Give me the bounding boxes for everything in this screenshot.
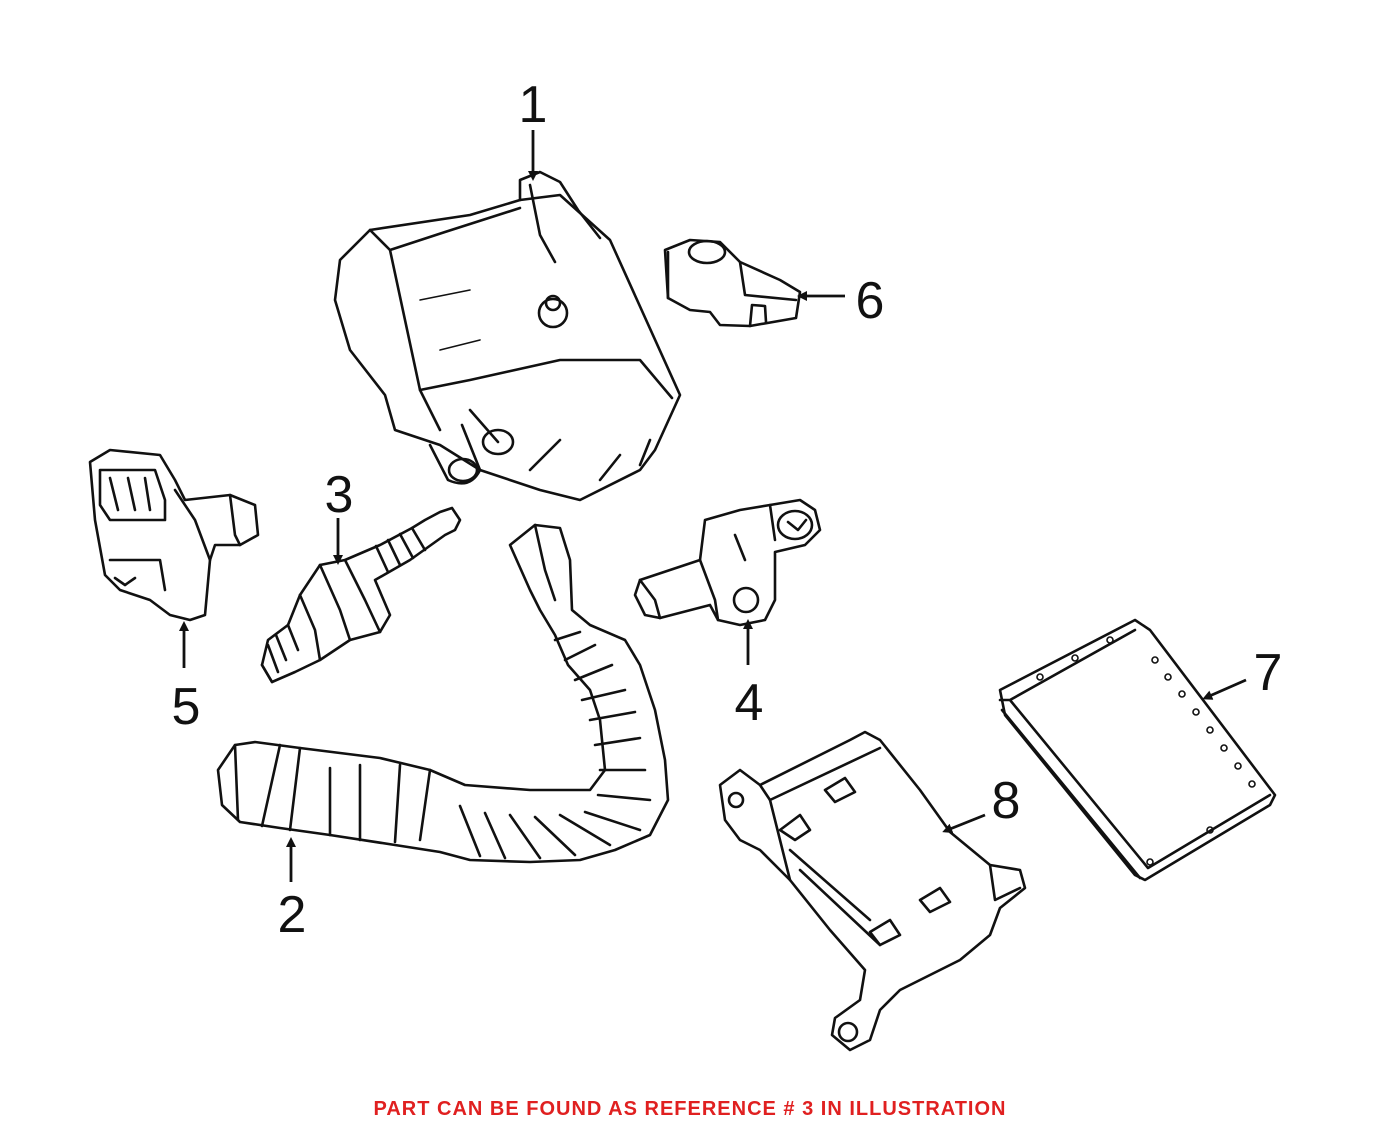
spark-plug [260, 506, 462, 684]
callout-number-4: 4 [735, 674, 764, 732]
knock-sensor [663, 238, 802, 328]
callout-arrow-8 [942, 813, 986, 834]
crankshaft-position-sensor [633, 498, 822, 627]
camshaft-position-sensor [88, 448, 260, 622]
ignition-coil-module [333, 170, 682, 502]
callout-number-7: 7 [1254, 644, 1283, 702]
callout-number-3: 3 [325, 466, 354, 524]
callout-number-1: 1 [519, 76, 548, 134]
callout-number-6: 6 [856, 272, 885, 330]
control-module-bracket [718, 730, 1027, 1052]
callout-number-8: 8 [992, 772, 1021, 830]
callout-number-2: 2 [278, 886, 307, 944]
callout-arrow-7 [1202, 678, 1247, 700]
ignition-wire-boot [216, 523, 670, 864]
reference-note: PART CAN BE FOUND AS REFERENCE # 3 IN IL… [373, 1098, 1007, 1120]
engine-control-module [998, 618, 1277, 882]
callout-number-5: 5 [172, 678, 201, 736]
